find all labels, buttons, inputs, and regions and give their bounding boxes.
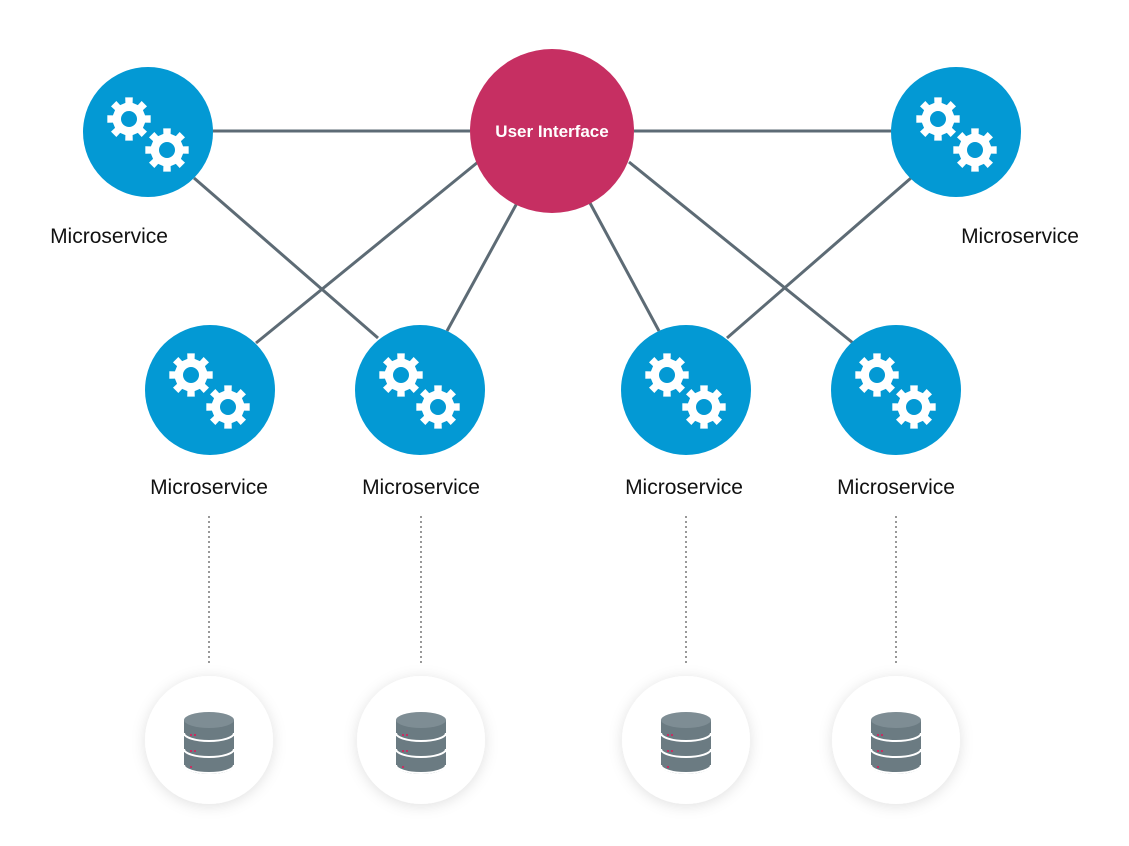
database-node-2[interactable] xyxy=(357,676,485,804)
gears-icon xyxy=(169,353,250,429)
microservice-label: Microservice xyxy=(961,225,1079,248)
microservice-node-3[interactable]: Microservice xyxy=(621,325,751,499)
connector-line xyxy=(255,160,479,345)
connector-line xyxy=(193,176,379,340)
microservice-node-top-right[interactable]: Microservice xyxy=(891,67,1079,248)
gears-icon xyxy=(379,353,460,429)
user-interface-label: User Interface xyxy=(495,122,608,141)
database-icon xyxy=(870,712,922,774)
microservice-node-2[interactable]: Microservice xyxy=(355,325,485,499)
connector-lines xyxy=(193,129,912,345)
gears-icon xyxy=(645,353,726,429)
microservice-node-4[interactable]: Microservice xyxy=(831,325,961,499)
microservice-node-top-left[interactable]: Microservice xyxy=(50,67,213,248)
connector-line xyxy=(628,160,854,345)
gears-icon xyxy=(916,97,997,172)
database-node-3[interactable] xyxy=(622,676,750,804)
database-node-4[interactable] xyxy=(832,676,960,804)
user-interface-node[interactable]: User Interface xyxy=(470,49,634,213)
microservice-label: Microservice xyxy=(362,476,480,499)
database-icon xyxy=(660,712,712,774)
connector-line xyxy=(588,202,661,332)
microservice-node-1[interactable]: Microservice xyxy=(145,325,275,499)
microservice-label: Microservice xyxy=(625,476,743,499)
database-icon xyxy=(183,712,235,774)
microservice-label: Microservice xyxy=(150,476,268,499)
connector-line xyxy=(726,176,912,340)
microservice-label: Microservice xyxy=(837,476,955,499)
gears-icon xyxy=(107,97,189,172)
database-links xyxy=(208,516,897,664)
database-node-1[interactable] xyxy=(145,676,273,804)
microservice-label: Microservice xyxy=(50,225,168,248)
connector-line xyxy=(445,202,519,332)
database-icon xyxy=(395,712,447,774)
gears-icon xyxy=(855,353,936,429)
